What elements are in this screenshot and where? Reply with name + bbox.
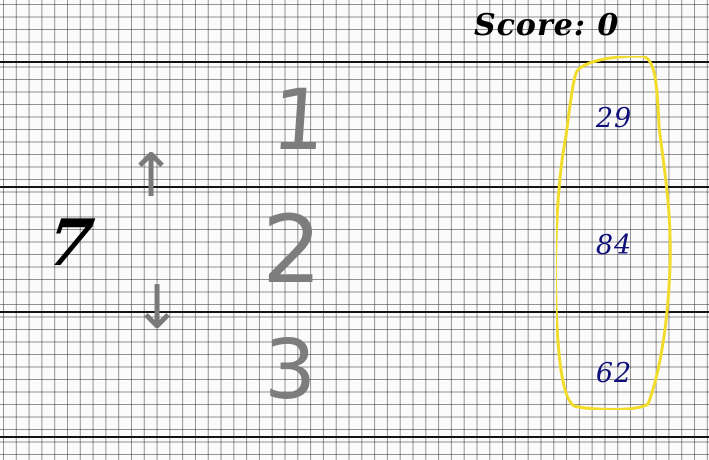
current-number: 7 bbox=[42, 206, 98, 281]
top-divider bbox=[0, 61, 709, 63]
target-panel: 29 84 62 bbox=[556, 56, 672, 410]
bottom-divider bbox=[0, 436, 709, 438]
lane-label-3[interactable]: 3 bbox=[264, 323, 317, 418]
lane-divider-lower bbox=[0, 311, 709, 313]
lane-divider-upper bbox=[0, 186, 709, 188]
lane-label-1[interactable]: 1 bbox=[268, 71, 329, 169]
target-number: 84 bbox=[595, 230, 633, 261]
target-outline bbox=[556, 56, 672, 410]
score-value: 0 bbox=[597, 8, 620, 43]
lane-label-2[interactable]: 2 bbox=[262, 196, 322, 305]
score-display: Score: 0 bbox=[474, 8, 619, 43]
down-arrow-icon[interactable]: ↓ bbox=[132, 273, 183, 343]
target-number: 62 bbox=[595, 358, 633, 389]
up-arrow-icon[interactable]: ↑ bbox=[126, 141, 177, 211]
score-label: Score: bbox=[474, 8, 586, 43]
target-number: 29 bbox=[595, 103, 633, 134]
